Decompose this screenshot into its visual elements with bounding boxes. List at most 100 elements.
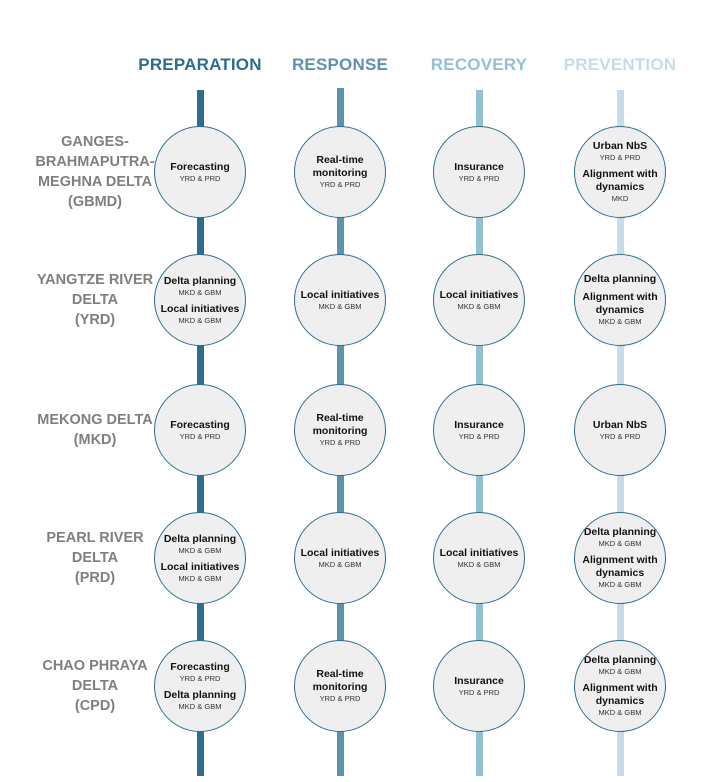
measure-label: Local initiatives	[300, 546, 380, 559]
measure-source: YRD & PRD	[599, 153, 641, 162]
measure-source: MKD & GBM	[598, 667, 642, 676]
measure-label: Delta planning	[163, 688, 237, 701]
measure-source: MKD	[611, 194, 629, 203]
measure-source: YRD & PRD	[179, 173, 221, 183]
measure-label: Delta planning	[583, 654, 657, 666]
measure-label: Real-time monitoring	[312, 154, 368, 179]
measure-source: MKD & GBM	[318, 559, 362, 569]
measure-label: Insurance	[454, 674, 504, 687]
measure-source: YRD & PRD	[319, 180, 361, 189]
measure-label: Delta planning	[583, 526, 657, 538]
measure-label: Local initiatives	[439, 546, 519, 559]
measure-label: Urban NbS	[592, 140, 648, 152]
measure-label: Delta planning	[583, 273, 657, 285]
measure-source: MKD & GBM	[178, 287, 222, 297]
measure-label: Forecasting	[170, 160, 230, 173]
measure-source: MKD & GBM	[178, 701, 222, 711]
measure-label: Local initiatives	[439, 288, 519, 301]
measure-label: Forecasting	[170, 418, 230, 431]
measure-label: Alignment with dynamics	[582, 168, 658, 193]
measure-source: YRD & PRD	[458, 431, 500, 441]
measure-label: Local initiatives	[160, 302, 240, 315]
measure-label: Real-time monitoring	[312, 412, 368, 437]
measure-source: MKD & GBM	[598, 580, 642, 589]
measure-source: MKD & GBM	[178, 545, 222, 555]
measure-source: YRD & PRD	[179, 431, 221, 441]
measure-label: Local initiatives	[160, 560, 240, 573]
measure-source: YRD & PRD	[458, 173, 500, 183]
measure-source: MKD & GBM	[457, 559, 501, 569]
measure-label: Real-time monitoring	[312, 668, 368, 693]
measure-label: Forecasting	[170, 660, 230, 673]
measure-source: YRD & PRD	[319, 438, 361, 447]
delta-label: MEKONG DELTA(MKD)	[37, 412, 153, 448]
measure-label: Urban NbS	[592, 418, 648, 431]
phase-header-prevention: PREVENTION	[563, 55, 677, 74]
measure-label: Alignment with dynamics	[582, 291, 658, 316]
measure-source: YRD & PRD	[458, 687, 500, 697]
measure-source: MKD & GBM	[318, 301, 362, 311]
measure-label: Insurance	[454, 160, 504, 173]
measure-source: YRD & PRD	[319, 694, 361, 703]
measure-source: YRD & PRD	[599, 431, 641, 441]
measure-source: MKD & GBM	[598, 317, 642, 326]
measure-label: Local initiatives	[300, 288, 380, 301]
phase-header-recovery: RECOVERY	[430, 55, 528, 74]
phase-header-preparation: PREPARATION	[138, 55, 262, 74]
measure-source: YRD & PRD	[179, 673, 221, 683]
measure-source: MKD & GBM	[178, 315, 222, 325]
measure-source: MKD & GBM	[598, 708, 642, 717]
measure-source: MKD & GBM	[178, 573, 222, 583]
measure-label: Alignment with dynamics	[582, 554, 658, 579]
measure-label: Delta planning	[163, 532, 237, 545]
measure-source: MKD & GBM	[598, 539, 642, 548]
delta-label: GANGES-BRAHMAPUTRA-MEGHNA DELTA(GBMD)	[35, 134, 155, 210]
phase-header-response: RESPONSE	[291, 55, 389, 74]
measure-entry: Delta planning	[584, 273, 656, 286]
